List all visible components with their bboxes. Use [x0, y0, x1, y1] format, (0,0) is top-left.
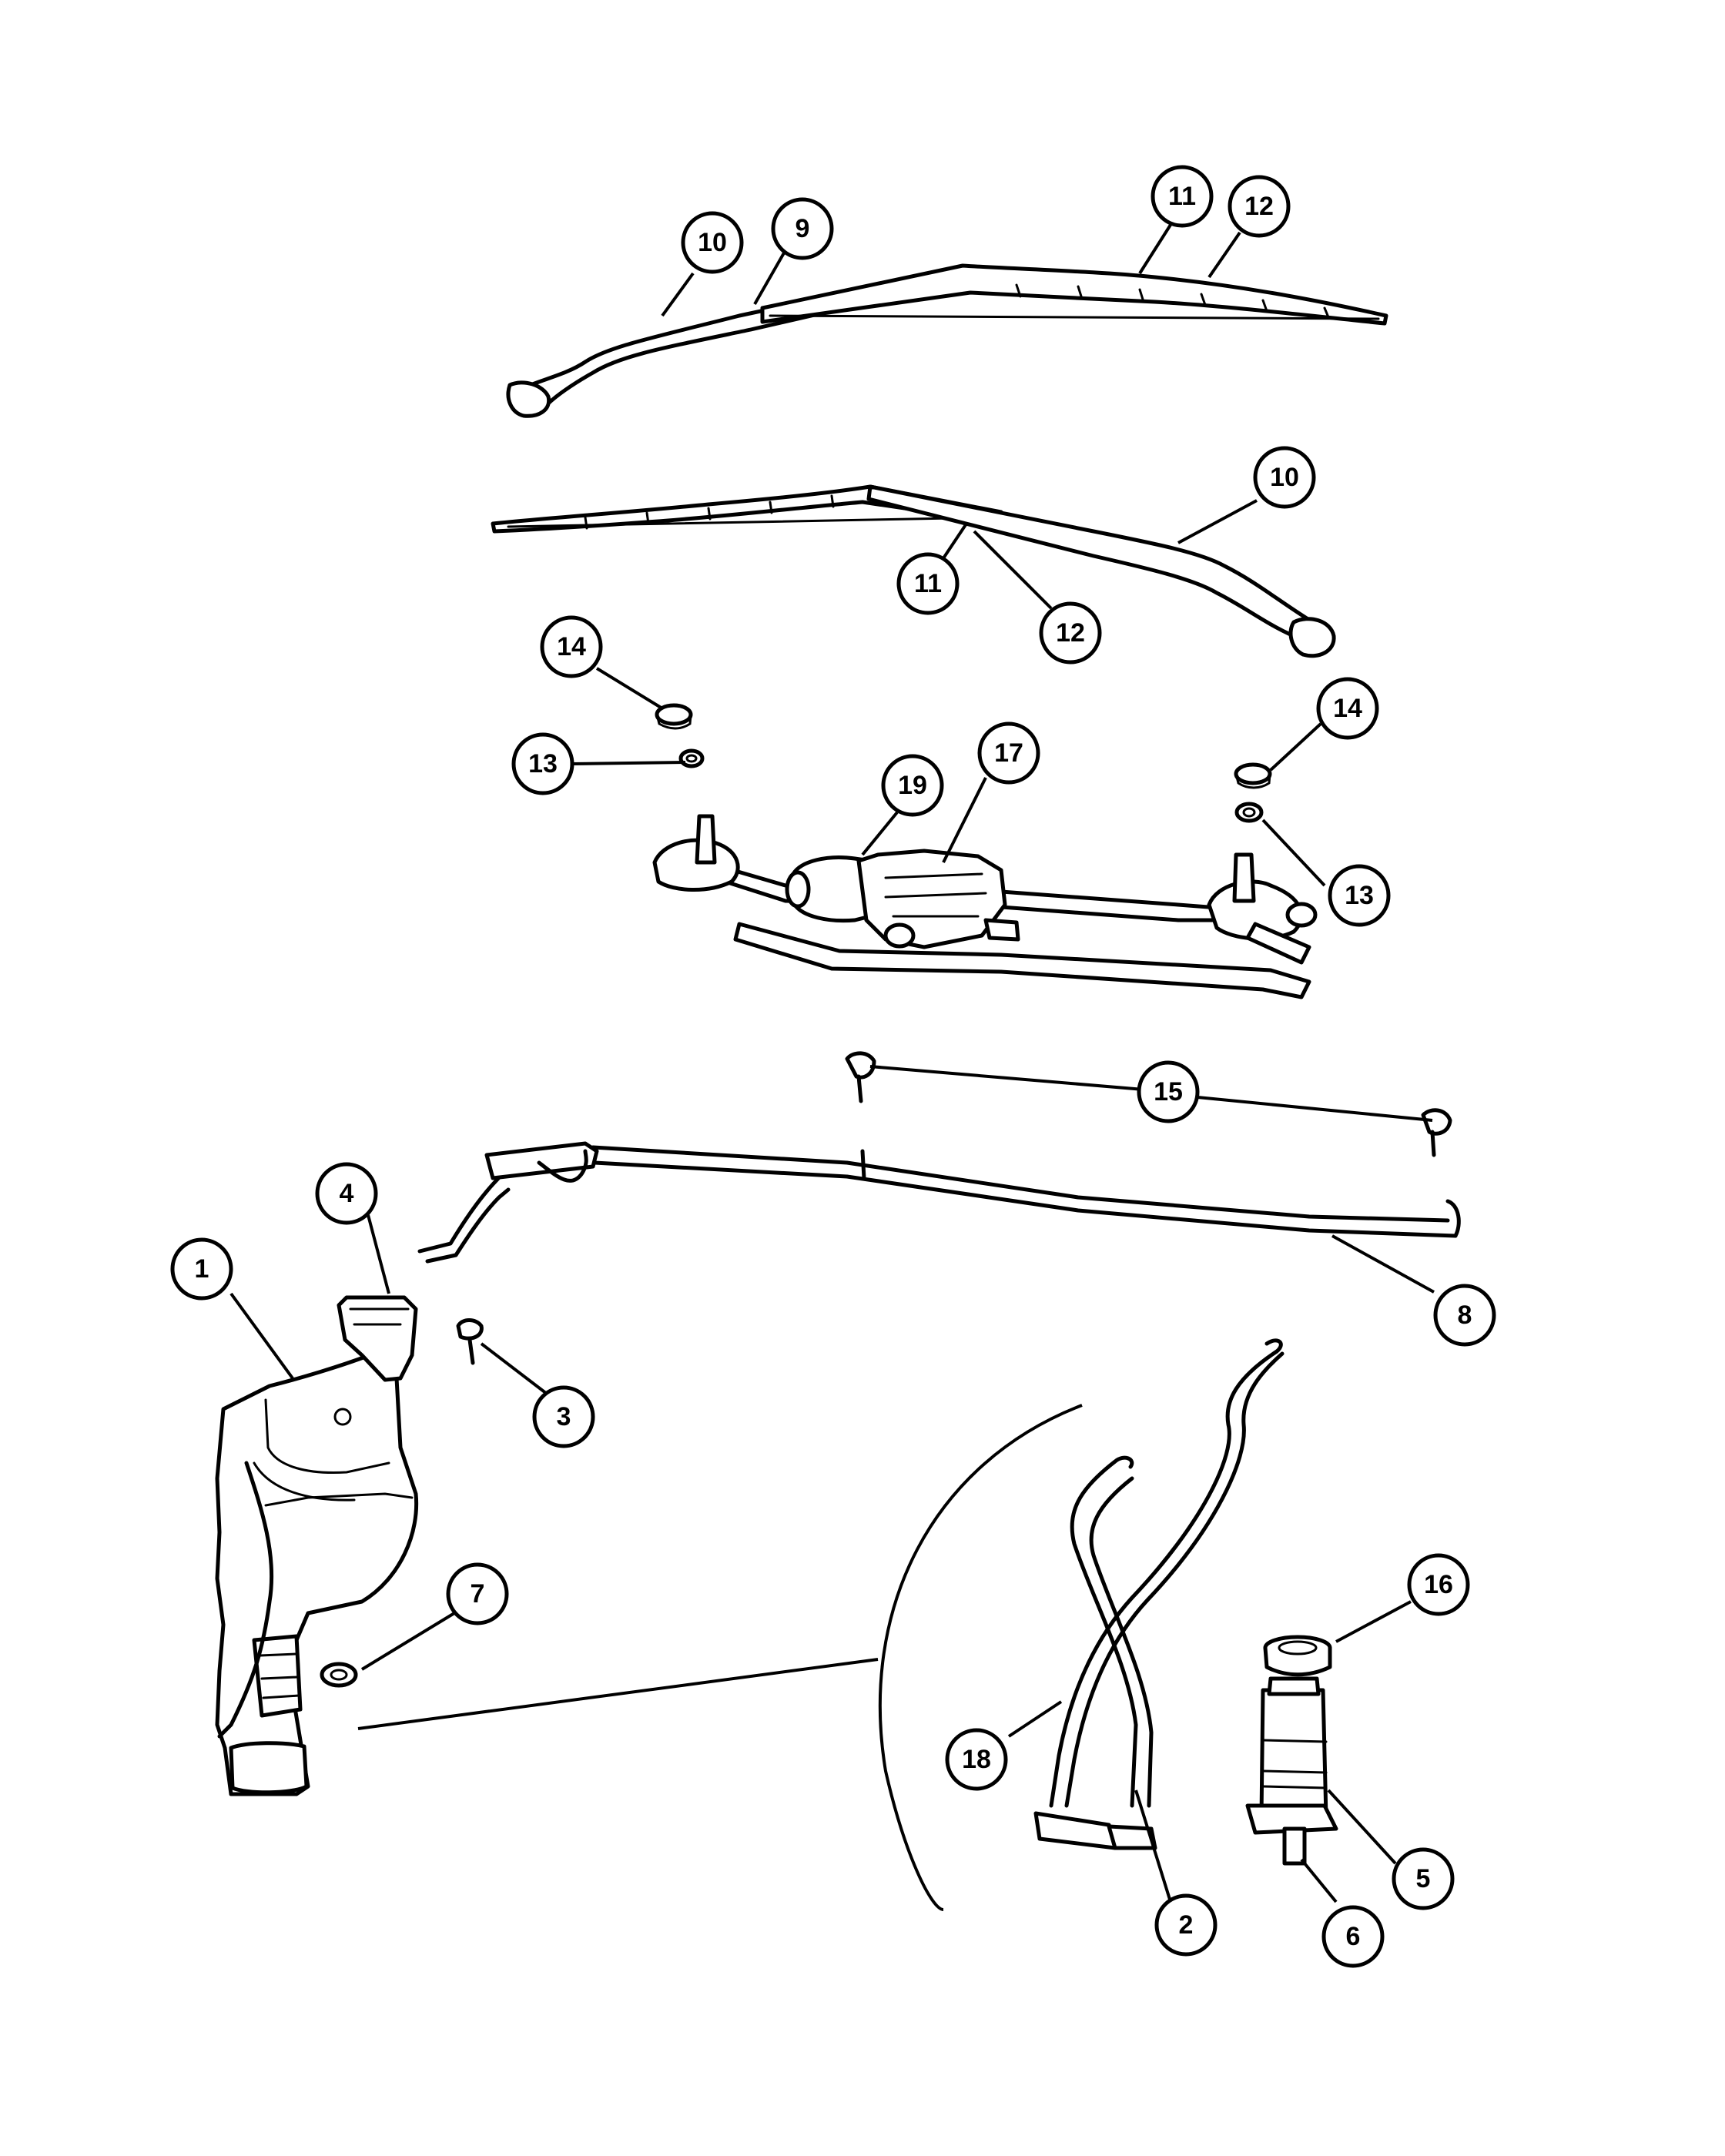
detail-view-arc: [878, 1404, 1083, 1911]
callout-number: 12: [1244, 192, 1274, 221]
callout-number: 4: [340, 1179, 354, 1208]
callout-number: 3: [557, 1402, 571, 1431]
callout-7: 7: [446, 1562, 509, 1625]
callout-number: 19: [898, 771, 927, 800]
linkage-lower-bar: [733, 922, 1311, 999]
callout-1: 1: [170, 1237, 233, 1301]
pivot-nut-right: [1234, 802, 1264, 823]
callout-17: 17: [977, 721, 1040, 785]
washer-pump: [1245, 1676, 1338, 1835]
callout-number: 16: [1424, 1570, 1453, 1599]
callout-number: 18: [962, 1745, 991, 1774]
lower-wiper-arm-assembly: [491, 484, 1336, 658]
reservoir-wire: [217, 1461, 274, 1739]
callout-19: 19: [881, 754, 944, 817]
callout-13-right: 13: [1328, 864, 1391, 927]
callout-number: 7: [471, 1579, 485, 1609]
pump-outlet-connector: [1282, 1826, 1307, 1866]
wiper-motor-linkage-assembly: [652, 814, 1318, 999]
callout-9: 9: [771, 197, 834, 260]
callout-number: 12: [1056, 618, 1085, 648]
pivot-cap-right: [1234, 762, 1272, 789]
detail-view-pointer: [357, 1658, 879, 1730]
upper-wiper-blade: [760, 263, 1388, 326]
washer-reservoir: [215, 1295, 419, 1796]
pivot-nut-left: [678, 748, 705, 768]
callout-11-upper: 11: [1151, 165, 1214, 228]
pivot-cap-left: [655, 703, 693, 730]
callout-number: 6: [1346, 1922, 1361, 1951]
upper-wiper-arm-pivot: [506, 380, 551, 418]
callout-number: 8: [1458, 1301, 1472, 1330]
callout-3: 3: [532, 1385, 595, 1448]
lower-wiper-arm-pivot: [1288, 617, 1336, 658]
callout-13-left: 13: [511, 732, 574, 795]
left-pivot-shaft: [695, 814, 717, 865]
wiper-motor-gearbox: [856, 849, 1007, 949]
callout-18: 18: [945, 1728, 1008, 1791]
callout-number: 10: [698, 228, 727, 257]
reservoir-body: [215, 1345, 419, 1796]
callout-2: 2: [1154, 1893, 1218, 1957]
right-crank-ball: [1285, 902, 1318, 928]
callout-number: 9: [796, 214, 810, 243]
reservoir-bolt: [456, 1318, 484, 1365]
pump-grommet: [320, 1662, 358, 1688]
callout-11-lower: 11: [896, 552, 960, 615]
callout-number: 14: [1333, 694, 1362, 723]
callout-16: 16: [1407, 1553, 1470, 1616]
callout-number: 1: [195, 1254, 209, 1284]
callout-6: 6: [1321, 1905, 1385, 1968]
callout-number: 13: [528, 749, 558, 778]
callout-number: 11: [914, 569, 942, 598]
callout-4: 4: [315, 1162, 378, 1225]
washer-hose: [417, 1141, 1461, 1264]
callout-number: 10: [1270, 463, 1299, 492]
callout-number: 5: [1416, 1864, 1431, 1893]
hose-connector: [1033, 1811, 1117, 1850]
callout-number: 2: [1179, 1910, 1194, 1940]
callout-12-upper: 12: [1228, 175, 1291, 238]
callout-5: 5: [1392, 1847, 1455, 1910]
washer-nozzle-left: [845, 1051, 876, 1103]
callout-number: 15: [1154, 1077, 1183, 1106]
callout-number: 17: [994, 738, 1023, 768]
callout-number: 11: [1168, 182, 1196, 211]
callout-12-lower: 12: [1039, 601, 1102, 665]
callout-number: 14: [557, 632, 586, 661]
callout-14-right: 14: [1316, 677, 1379, 740]
callout-10-lower: 10: [1253, 446, 1316, 509]
motor-crank-hub: [883, 922, 916, 949]
right-crank-arm: [1245, 922, 1311, 965]
callout-15: 15: [1137, 1060, 1200, 1123]
upper-wiper-arm-assembly: [506, 263, 1388, 418]
callout-14-left: 14: [540, 615, 603, 678]
callout-8: 8: [1433, 1284, 1496, 1347]
right-pivot-shaft: [1232, 852, 1256, 903]
pump-seal: [1263, 1635, 1332, 1677]
callout-10-upper: 10: [681, 211, 744, 274]
callout-number: 13: [1345, 881, 1374, 910]
washer-nozzle-right: [1421, 1108, 1452, 1157]
left-pivot-crank: [652, 838, 740, 892]
detail-washer-hoses: [1033, 1338, 1285, 1850]
reservoir-filler-neck: [337, 1295, 418, 1382]
